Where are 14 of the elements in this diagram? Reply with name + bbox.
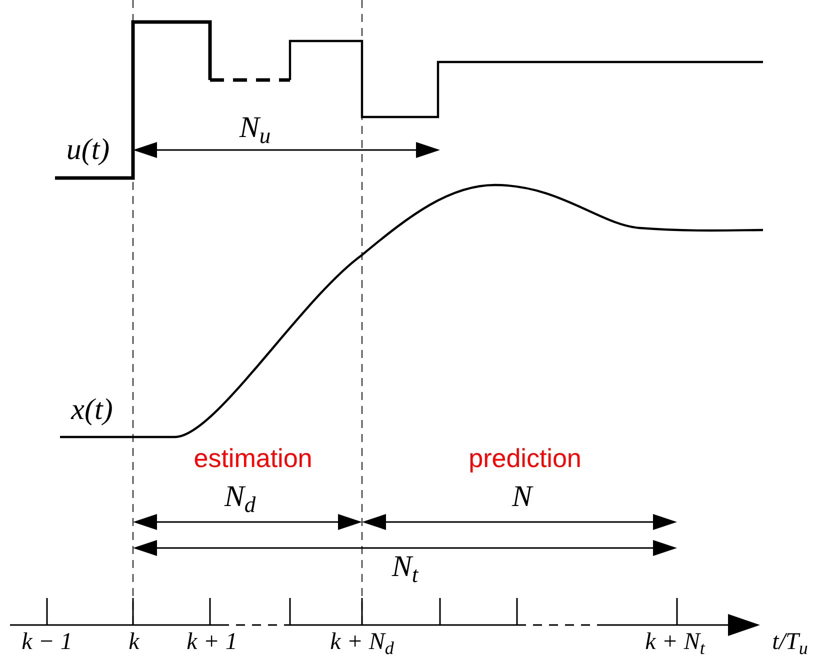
dimension-label: N$_{u}$ — [239, 113, 271, 143]
signal-label: x(t) — [71, 395, 113, 425]
tick-label: k — [128, 630, 140, 654]
tick-label: k + N$_{d}$ — [330, 630, 394, 654]
signal-label: u(t) — [66, 135, 110, 165]
phase-label: prediction — [468, 445, 582, 471]
dimension-label: N$_{d}$ — [224, 482, 256, 512]
tick-label: k + N$_{t}$ — [645, 630, 705, 654]
dimension-label: N — [512, 482, 532, 512]
tick-label: k − 1 — [22, 630, 72, 654]
dimension-label: N$_{t}$ — [392, 552, 418, 582]
axis-label: t/T$_{u}$ — [772, 630, 808, 654]
tick-label: k + 1 — [186, 630, 238, 654]
phase-label: estimation — [194, 445, 312, 471]
